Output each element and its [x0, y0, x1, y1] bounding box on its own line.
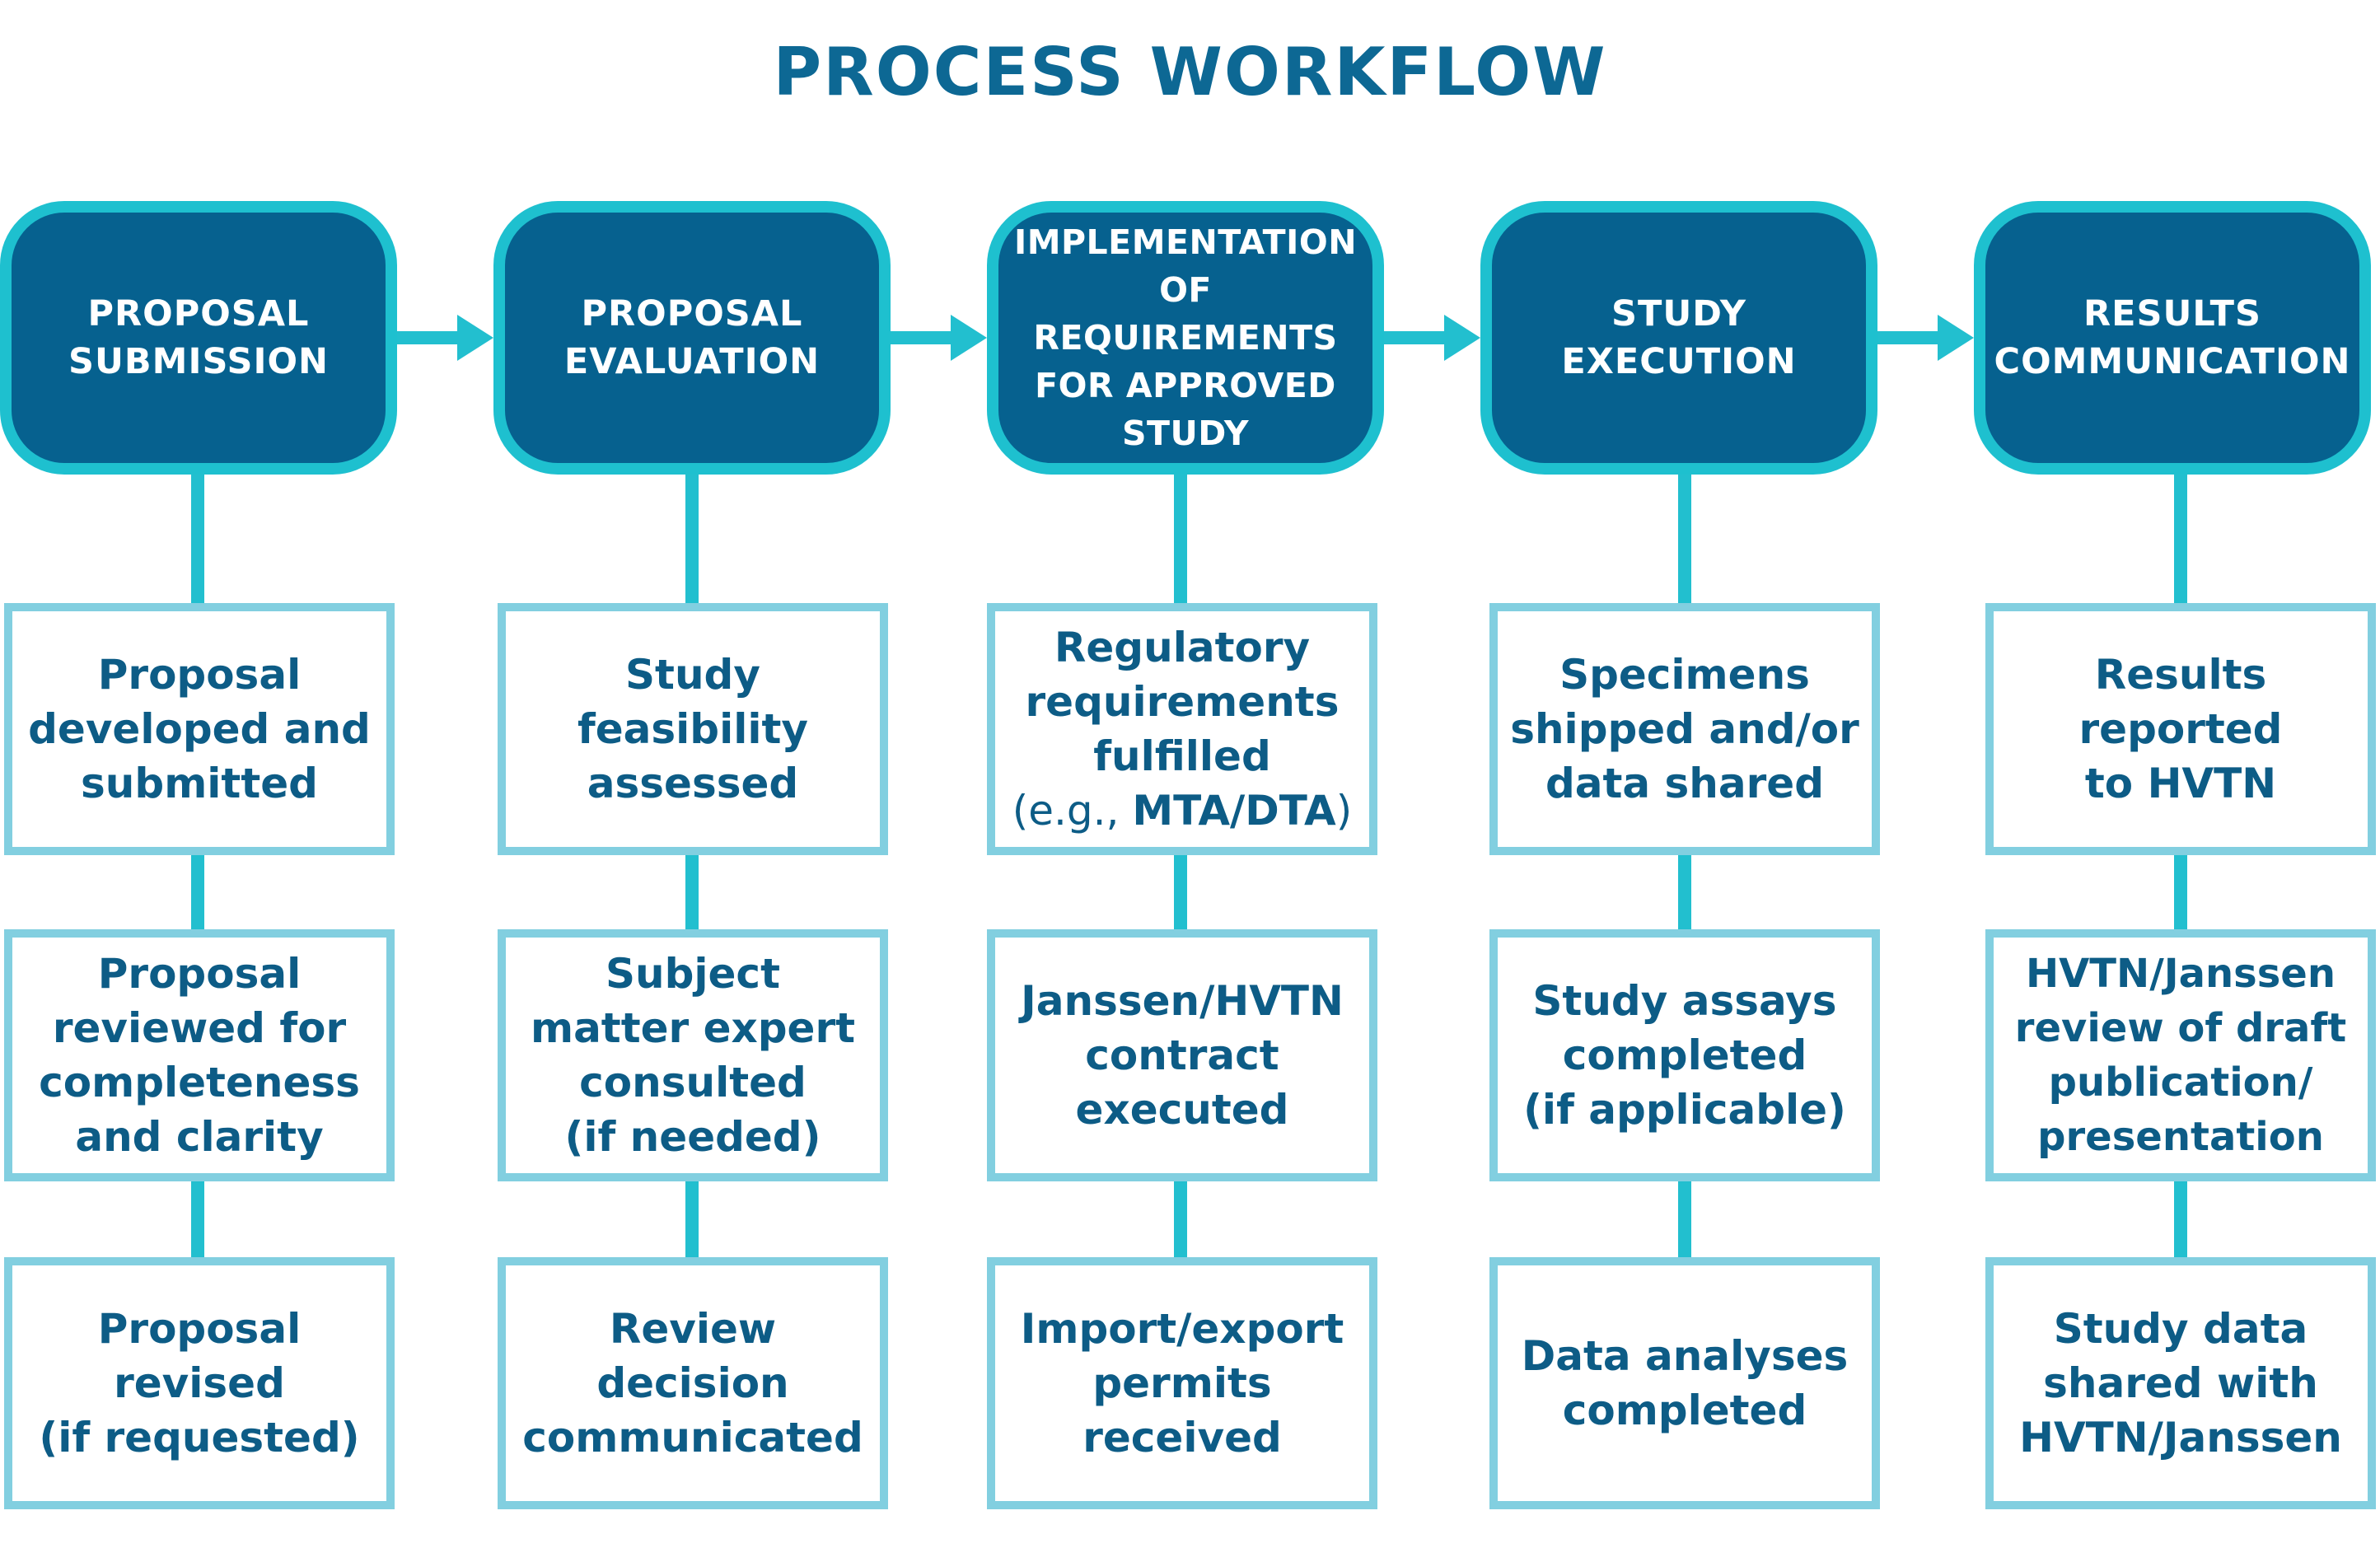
step-connector-b-2 — [685, 1181, 699, 1257]
step-label: Regulatory requirements fulfilled — [1025, 624, 1340, 780]
stage-to-step-connector-4 — [1678, 475, 1691, 603]
stage-to-step-connector-3 — [1174, 475, 1187, 603]
step-connector-b-1 — [191, 1181, 204, 1257]
step-study-data-shared: Study data shared with HVTN/Janssen — [1985, 1257, 2376, 1509]
step-study-assays: Study assays completed (if applicable) — [1489, 929, 1880, 1181]
stage-proposal-submission: PROPOSAL SUBMISSION — [0, 201, 397, 475]
stage-study-execution: STUDY EXECUTION — [1480, 201, 1877, 475]
step-connector-a-1 — [191, 855, 204, 929]
stage-arrow-4-shaft — [1877, 331, 1943, 344]
step-note: (e.g., MTA/DTA) — [1012, 783, 1352, 838]
step-review-decision: Review decision communicated — [498, 1257, 888, 1509]
stage-to-step-connector-5 — [2174, 475, 2187, 603]
step-note-prefix: (e.g., — [1012, 787, 1133, 835]
stage-label: PROPOSAL EVALUATION — [563, 293, 821, 382]
step-label: Data analyses completed — [1521, 1332, 1849, 1434]
step-note-emphasis: MTA/DTA — [1132, 787, 1336, 835]
step-label: Study feasibility assessed — [577, 651, 808, 807]
step-connector-a-5 — [2174, 855, 2187, 929]
stage-implementation-of-requirements: IMPLEMENTATION OF REQUIREMENTS FOR APPRO… — [987, 201, 1384, 475]
stage-arrow-3-head — [1444, 315, 1480, 361]
stage-arrow-2-shaft — [891, 331, 956, 344]
stage-label: RESULTS COMMUNICATION — [1994, 293, 2351, 382]
stage-arrow-3-shaft — [1384, 331, 1449, 344]
step-label: Review decision communicated — [522, 1305, 863, 1461]
step-results-reported: Results reported to HVTN — [1985, 603, 2376, 855]
step-connector-a-2 — [685, 855, 699, 929]
step-label: Proposal developed and submitted — [28, 651, 371, 807]
stage-arrow-1-head — [457, 315, 493, 361]
step-label: Study assays completed (if applicable) — [1523, 977, 1846, 1134]
step-label: Import/export permits received — [1020, 1305, 1344, 1461]
step-contract-executed: Janssen/HVTN contract executed — [987, 929, 1377, 1181]
step-connector-b-3 — [1174, 1181, 1187, 1257]
stage-arrow-4-head — [1938, 315, 1974, 361]
step-proposal-revised: Proposal revised (if requested) — [4, 1257, 395, 1509]
step-specimens-shipped: Specimens shipped and/or data shared — [1489, 603, 1880, 855]
step-permits-received: Import/export permits received — [987, 1257, 1377, 1509]
stage-label: IMPLEMENTATION OF REQUIREMENTS FOR APPRO… — [1013, 222, 1358, 453]
stage-arrow-1-shaft — [397, 331, 462, 344]
step-subject-matter-expert: Subject matter expert consulted (if need… — [498, 929, 888, 1181]
stage-to-step-connector-2 — [685, 475, 699, 603]
step-note-suffix: ) — [1335, 787, 1353, 835]
step-label: Proposal reviewed for completeness and c… — [39, 950, 360, 1161]
step-label: Subject matter expert consulted (if need… — [530, 950, 856, 1161]
stage-arrow-2-head — [951, 315, 987, 361]
step-proposal-developed: Proposal developed and submitted — [4, 603, 395, 855]
stage-proposal-evaluation: PROPOSAL EVALUATION — [493, 201, 891, 475]
diagram-title: PROCESS WORKFLOW — [773, 34, 1607, 110]
step-connector-a-3 — [1174, 855, 1187, 929]
step-connector-b-5 — [2174, 1181, 2187, 1257]
step-regulatory-requirements: Regulatory requirements fulfilled (e.g.,… — [987, 603, 1377, 855]
step-content: Regulatory requirements fulfilled (e.g.,… — [1012, 620, 1352, 838]
step-label: Specimens shipped and/or data shared — [1510, 651, 1859, 807]
step-data-analyses: Data analyses completed — [1489, 1257, 1880, 1509]
step-connector-b-4 — [1678, 1181, 1691, 1257]
stage-label: STUDY EXECUTION — [1561, 293, 1797, 382]
step-label: Results reported to HVTN — [2078, 651, 2283, 807]
step-label: HVTN/Janssen review of draft publication… — [2014, 951, 2347, 1160]
step-draft-publication-review: HVTN/Janssen review of draft publication… — [1985, 929, 2376, 1181]
stage-to-step-connector-1 — [191, 475, 204, 603]
step-connector-a-4 — [1678, 855, 1691, 929]
step-label: Study data shared with HVTN/Janssen — [2019, 1305, 2342, 1461]
step-proposal-reviewed: Proposal reviewed for completeness and c… — [4, 929, 395, 1181]
step-study-feasibility: Study feasibility assessed — [498, 603, 888, 855]
step-label: Proposal revised (if requested) — [39, 1305, 360, 1461]
step-label: Janssen/HVTN contract executed — [1021, 977, 1344, 1134]
stage-label: PROPOSAL SUBMISSION — [68, 293, 329, 382]
stage-results-communication: RESULTS COMMUNICATION — [1974, 201, 2371, 475]
